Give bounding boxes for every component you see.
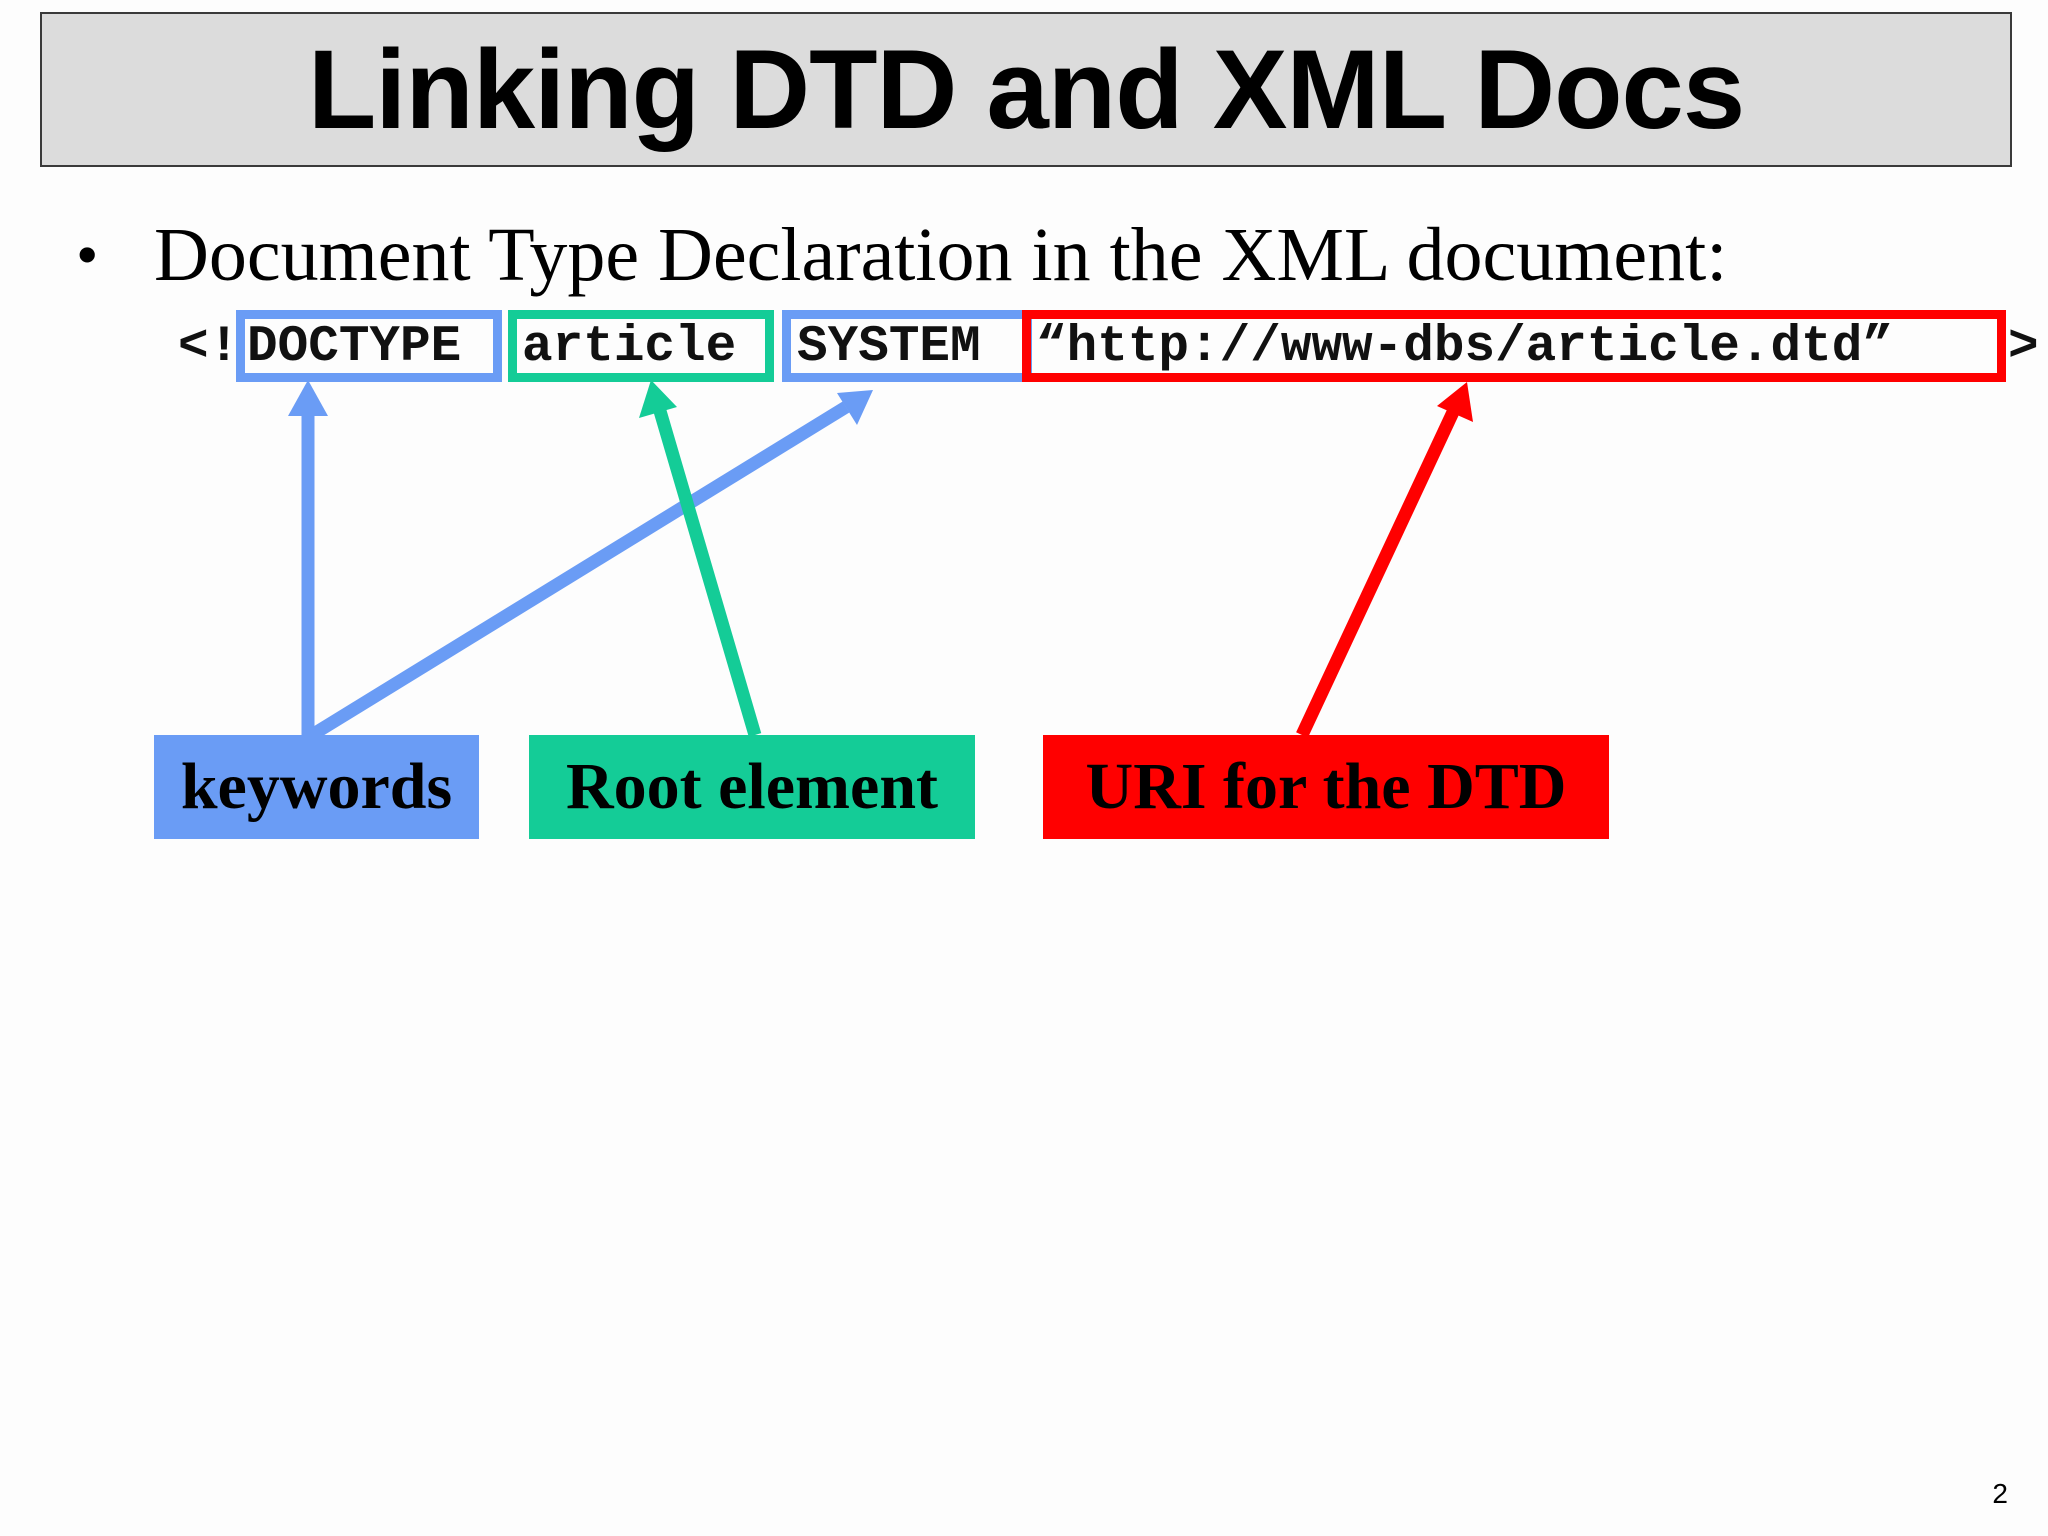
- label-keywords-text: keywords: [180, 750, 453, 823]
- title-bar: Linking DTD and XML Docs: [40, 12, 2012, 167]
- arrow-uri-to-dtd-uri: [1296, 382, 1473, 738]
- code-root-element: article: [522, 319, 737, 376]
- code-doctype-keyword: DOCTYPE: [247, 319, 462, 376]
- arrow-keywords-to-system: [308, 390, 873, 741]
- root-highlight-box: [508, 310, 774, 382]
- doctype-highlight-box: [236, 310, 502, 382]
- code-dtd-uri: “http://www-dbs/article.dtd”: [1036, 319, 1893, 376]
- slide-title: Linking DTD and XML Docs: [307, 26, 1745, 152]
- page-number: 2: [1992, 1478, 2008, 1509]
- label-uri: URI for the DTD: [1043, 735, 1609, 839]
- code-close-bracket: >: [2008, 319, 2039, 376]
- bullet-text: Document Type Declaration in the XML doc…: [154, 213, 1728, 297]
- bullet-marker: •: [76, 219, 99, 290]
- uri-highlight-box: [1022, 310, 2006, 382]
- arrow-root-element-to-article: [639, 380, 762, 737]
- label-keywords: keywords: [154, 735, 479, 839]
- code-open-bracket: <!: [178, 319, 240, 376]
- code-system-keyword: SYSTEM: [797, 319, 981, 376]
- label-uri-text: URI for the DTD: [1085, 750, 1567, 823]
- arrow-keywords-to-doctype: [288, 380, 328, 735]
- label-root-element: Root element: [529, 735, 975, 839]
- label-root-element-text: Root element: [565, 750, 939, 823]
